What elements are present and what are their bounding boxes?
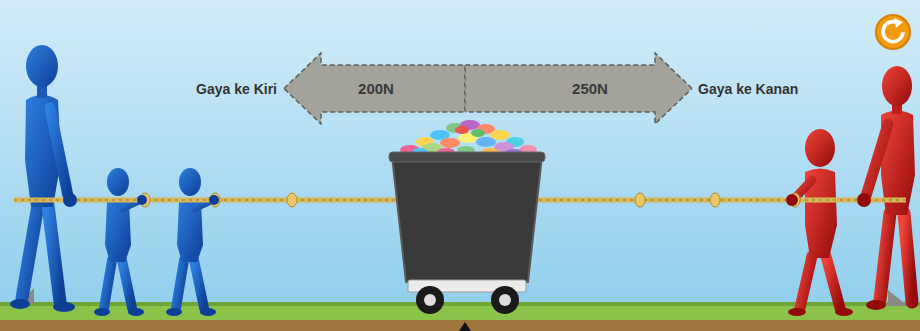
reset-button (876, 15, 910, 49)
blue-puller (94, 168, 144, 316)
grass (0, 302, 920, 322)
ground (0, 320, 920, 331)
force-direction-label: Gaya ke Kanan (698, 81, 798, 97)
arrow-outline (284, 53, 465, 124)
force-arrow: 250N (465, 52, 693, 125)
red-puller (866, 66, 915, 310)
red-puller (788, 129, 853, 316)
center-marker (459, 322, 471, 331)
force-value: 250N (572, 80, 608, 97)
arrow-outline (465, 53, 692, 124)
candy-pile (400, 120, 537, 157)
force-arrow: 200N (283, 52, 465, 125)
candy-cart (389, 120, 545, 314)
grass-edge (0, 302, 920, 306)
blue-puller (166, 168, 216, 316)
force-direction-label: Gaya ke Kiri (196, 81, 277, 97)
force-value: 200N (358, 80, 394, 97)
blue-puller (10, 45, 75, 312)
